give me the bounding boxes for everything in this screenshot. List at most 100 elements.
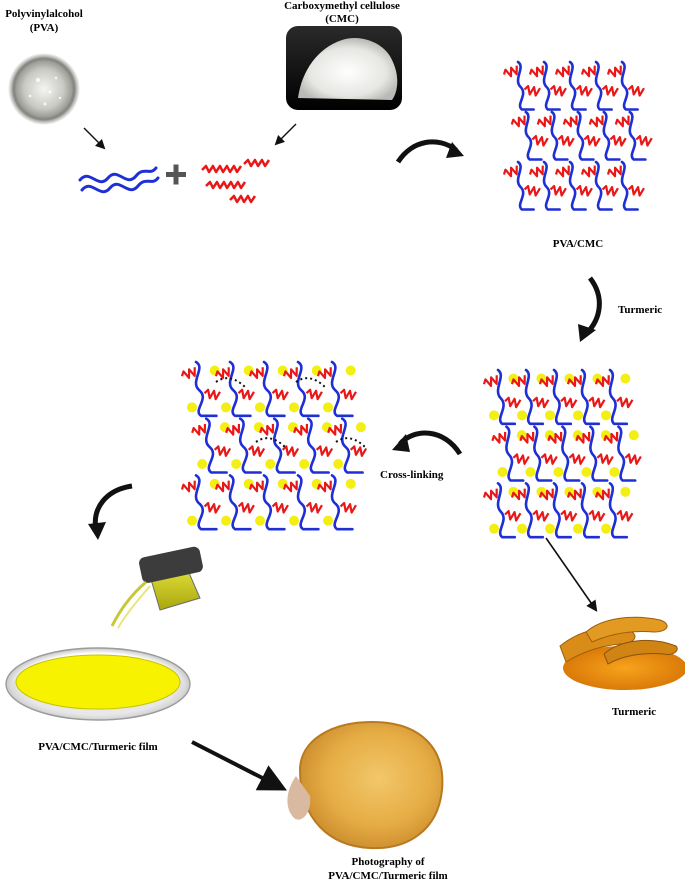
cmc-segment-icon xyxy=(523,84,541,97)
cmc-segment-icon xyxy=(293,423,309,436)
cmc-segment-icon xyxy=(271,388,289,401)
cmc-segment-icon xyxy=(237,501,255,514)
turmeric-photo xyxy=(559,616,685,690)
cmc-segment-icon xyxy=(510,115,526,128)
turmeric-particle-icon xyxy=(311,478,322,489)
pva-segment-icon xyxy=(505,425,525,482)
turmeric-particle-icon xyxy=(355,422,366,433)
turmeric-particle-icon xyxy=(489,410,499,421)
turmeric-particle-icon xyxy=(265,459,276,469)
arrow-icon xyxy=(274,123,297,146)
cmc-segment-icon xyxy=(316,367,332,379)
cmc-segment-icon xyxy=(594,488,610,501)
turmeric-particle-icon xyxy=(573,523,583,534)
crosslink-icon xyxy=(215,377,247,389)
pva-segment-icon xyxy=(194,474,218,531)
pva-segment-icon xyxy=(542,160,561,211)
pva-segment-icon xyxy=(516,160,535,211)
turmeric-particle-icon xyxy=(497,467,508,477)
cmc-segment-icon xyxy=(180,480,196,493)
turmeric-particle-icon xyxy=(601,523,611,534)
turmeric-particle-icon xyxy=(553,467,564,477)
cmc-segment-icon xyxy=(536,115,552,128)
turmeric-particle-icon xyxy=(277,478,288,489)
turmeric-particle-icon xyxy=(289,402,299,413)
pva-segment-icon xyxy=(340,417,364,474)
turmeric-particle-icon xyxy=(243,365,254,376)
turmeric-particle-icon xyxy=(345,365,356,376)
cmc-segment-icon xyxy=(583,134,601,147)
turmeric-particle-icon xyxy=(628,430,639,441)
pva-segment-icon xyxy=(524,110,543,161)
cmc-segment-icon xyxy=(580,65,596,78)
cmc-segment-icon xyxy=(349,445,368,457)
cmc-segment-icon xyxy=(248,367,264,379)
pva-segment-icon xyxy=(542,60,561,111)
cmc-segment-icon xyxy=(271,501,289,514)
turmeric-particle-icon xyxy=(289,515,299,526)
turmeric-particle-icon xyxy=(243,478,254,489)
pva-segment-icon xyxy=(194,360,218,418)
cmc-segment-icon xyxy=(601,84,619,97)
cmc-segment-icon xyxy=(225,423,241,436)
pva-segment-icon xyxy=(580,482,601,539)
cmc-segment-icon xyxy=(616,509,634,522)
pva-segment-icon xyxy=(262,474,286,531)
cross-linking-label: Cross-linking xyxy=(380,469,444,481)
pva-segment-icon xyxy=(550,110,569,161)
turmeric-photo-label: Turmeric xyxy=(612,706,656,718)
cmc-segment-icon xyxy=(504,509,522,522)
cmc-segment-icon xyxy=(491,431,507,444)
crosslink-icon xyxy=(255,437,287,449)
pva-title-label: Polyvinylalcohol xyxy=(5,8,83,20)
cmc-segment-icon xyxy=(528,165,544,178)
turmeric-particle-icon xyxy=(253,422,264,433)
pva-segment-icon xyxy=(306,417,330,474)
pva-segment-icon xyxy=(262,360,286,418)
pva-segment-icon xyxy=(496,482,517,539)
cmc-segment-icon xyxy=(596,453,614,465)
turmeric-particle-icon xyxy=(620,486,631,497)
cmc-segment-icon xyxy=(248,480,264,493)
turmeric-particle-icon xyxy=(221,402,231,413)
cmc-segment-icon xyxy=(247,445,266,457)
crosslinked-network xyxy=(180,360,368,531)
pva-segment-icon xyxy=(576,110,595,161)
cmc-chain-icon xyxy=(201,158,271,204)
cmc-segment-icon xyxy=(191,423,207,436)
cmc-abbr-label: (CMC) xyxy=(325,13,359,25)
pva-cmc-network xyxy=(502,60,653,211)
pva-segment-icon xyxy=(602,110,621,161)
turmeric-particle-icon xyxy=(573,410,583,421)
turmeric-particle-icon xyxy=(209,365,220,376)
pva-segment-icon xyxy=(594,160,613,211)
pva-segment-icon xyxy=(228,360,252,418)
curved-arrow-icon xyxy=(395,139,458,164)
cmc-segment-icon xyxy=(560,396,578,409)
beaker-pouring-photo xyxy=(110,546,203,629)
cmc-segment-icon xyxy=(554,165,570,178)
cmc-segment-icon xyxy=(512,453,530,465)
cmc-segment-icon xyxy=(315,445,334,457)
turmeric-step-label: Turmeric xyxy=(618,304,662,316)
turmeric-particle-icon xyxy=(345,478,356,489)
pva-segment-icon xyxy=(617,425,637,482)
cmc-segment-icon xyxy=(502,165,518,178)
pva-segment-icon xyxy=(272,417,296,474)
cmc-segment-icon xyxy=(566,488,582,501)
pva-segment-icon xyxy=(204,417,228,474)
pva-segment-icon xyxy=(594,60,613,111)
cmc-segment-icon xyxy=(594,375,610,387)
turmeric-particle-icon xyxy=(609,467,620,477)
cmc-segment-icon xyxy=(575,84,593,97)
pva-segment-icon xyxy=(330,474,354,531)
pva-segment-icon xyxy=(561,425,581,482)
cmc-segment-icon xyxy=(549,84,567,97)
cmc-segment-icon xyxy=(214,367,230,379)
cmc-segment-icon xyxy=(510,375,526,387)
cmc-segment-icon xyxy=(213,445,232,457)
cmc-segment-icon xyxy=(575,184,593,197)
crosslink-icon xyxy=(295,377,327,389)
pva-segment-icon xyxy=(238,417,262,474)
